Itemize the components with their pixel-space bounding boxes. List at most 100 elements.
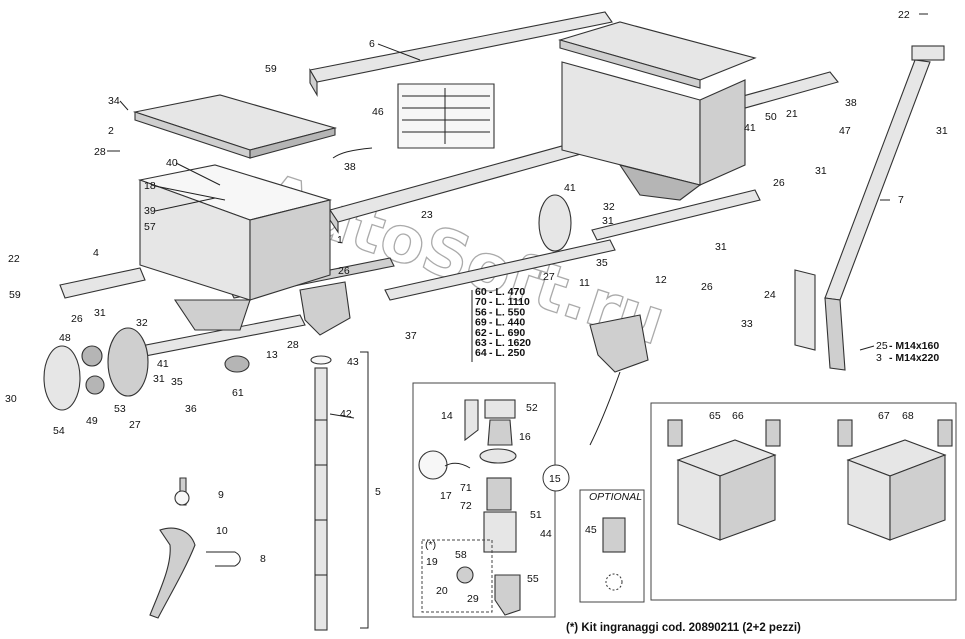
label-50: 50 [765, 111, 777, 123]
label-33: 33 [741, 318, 753, 330]
axle-length: - L. 1110 [489, 296, 530, 308]
optional-box [579, 489, 645, 603]
label-5: 5 [375, 486, 381, 498]
label-23: 23 [421, 209, 433, 221]
axle-number: 64 [475, 347, 487, 359]
label-19: 19 [426, 556, 438, 568]
label-26d: 26 [773, 177, 785, 189]
label-14: 14 [441, 410, 453, 422]
left-hopper [132, 94, 338, 331]
label-31b: 31 [153, 373, 165, 385]
label-41b: 41 [564, 182, 576, 194]
label-43: 43 [347, 356, 359, 368]
label-13: 13 [266, 349, 278, 361]
label-67: 67 [878, 410, 890, 422]
hand-tools [149, 477, 241, 619]
label-42: 42 [340, 408, 352, 420]
label-27b: 27 [543, 271, 555, 283]
label-57: 57 [144, 221, 156, 233]
axle-length: - L. 1620 [489, 337, 531, 349]
label-51: 51 [530, 509, 542, 521]
label-54: 54 [53, 425, 65, 437]
bolt-size-25: - M14x160 [889, 340, 939, 352]
label-16: 16 [519, 431, 531, 443]
axle-number: 63 [475, 337, 487, 349]
label-34: 34 [108, 95, 120, 107]
label-11: 11 [579, 277, 590, 289]
right-hopper [558, 21, 757, 201]
label-65: 65 [709, 410, 721, 422]
label-35b: 35 [596, 257, 608, 269]
label-49: 49 [86, 415, 98, 427]
label-46: 46 [372, 106, 384, 118]
axle-length: - L. 250 [489, 347, 525, 359]
axle-number: 56 [475, 306, 487, 318]
axle-number: 69 [475, 317, 487, 329]
label-44: 44 [540, 528, 552, 540]
label-53: 53 [114, 403, 126, 415]
label-10: 10 [216, 525, 228, 537]
label-7: 7 [898, 194, 904, 206]
label-22b: 22 [898, 9, 910, 21]
label-47: 47 [839, 125, 851, 137]
label-12: 12 [655, 274, 667, 286]
leader-arrows [332, 147, 621, 469]
seed-tube [310, 351, 369, 631]
label-35a: 35 [171, 376, 183, 388]
label-6: 6 [369, 38, 375, 50]
part-labels: 6 59 34 2 28 46 38 40 18 39 57 23 1 26 2… [5, 9, 948, 605]
label-26b: 26 [71, 313, 83, 325]
axle-length: - L. 550 [489, 306, 525, 318]
label-72: 72 [460, 500, 472, 512]
label-30: 30 [5, 393, 17, 405]
bolt-size-3: - M14x220 [889, 352, 939, 364]
label-36: 36 [185, 403, 197, 415]
axle-length: - L. 690 [489, 327, 525, 339]
label-18: 18 [144, 180, 156, 192]
label-card [397, 83, 495, 149]
metering-units [43, 194, 649, 411]
leader-lines [107, 13, 928, 419]
label-31d: 31 [715, 241, 727, 253]
label-52: 52 [526, 402, 538, 414]
label-25: 25 [876, 340, 888, 352]
label-59a: 59 [265, 63, 277, 75]
label-29: 29 [467, 593, 479, 605]
label-48: 48 [59, 332, 71, 344]
inset-distributor-box [412, 382, 570, 618]
label-22a: 22 [8, 253, 20, 265]
label-40: 40 [166, 157, 178, 169]
label-31e: 31 [815, 165, 827, 177]
label-32a: 32 [136, 317, 148, 329]
label-8: 8 [260, 553, 266, 565]
label-32c: 31 [936, 125, 948, 137]
label-star: (*) [425, 539, 436, 551]
label-55: 55 [527, 573, 539, 585]
label-58: 58 [455, 549, 467, 561]
kit-caption: (*) Kit ingranaggi cod. 20890211 (2+2 pe… [566, 622, 801, 634]
label-68: 68 [902, 410, 914, 422]
axle-length: - L. 440 [489, 317, 525, 329]
optional-label: OPTIONAL [589, 491, 642, 503]
label-28a: 28 [94, 146, 106, 158]
axle-number: 62 [475, 327, 487, 339]
label-28b: 28 [287, 339, 299, 351]
label-38b: 38 [845, 97, 857, 109]
label-26c: 26 [701, 281, 713, 293]
label-2: 2 [108, 125, 114, 137]
label-38a: 38 [344, 161, 356, 173]
axle-length: - L. 470 [489, 286, 525, 298]
label-37: 37 [405, 330, 417, 342]
label-66: 66 [732, 410, 744, 422]
hopper-kit-box [650, 402, 957, 601]
label-24: 24 [764, 289, 776, 301]
label-4: 4 [93, 247, 99, 259]
label-9: 9 [218, 489, 224, 501]
label-15: 15 [549, 473, 561, 485]
label-1: 1 [337, 234, 343, 246]
label-31a: 31 [94, 307, 106, 319]
label-3: 3 [876, 352, 882, 364]
support-arm [794, 45, 945, 371]
